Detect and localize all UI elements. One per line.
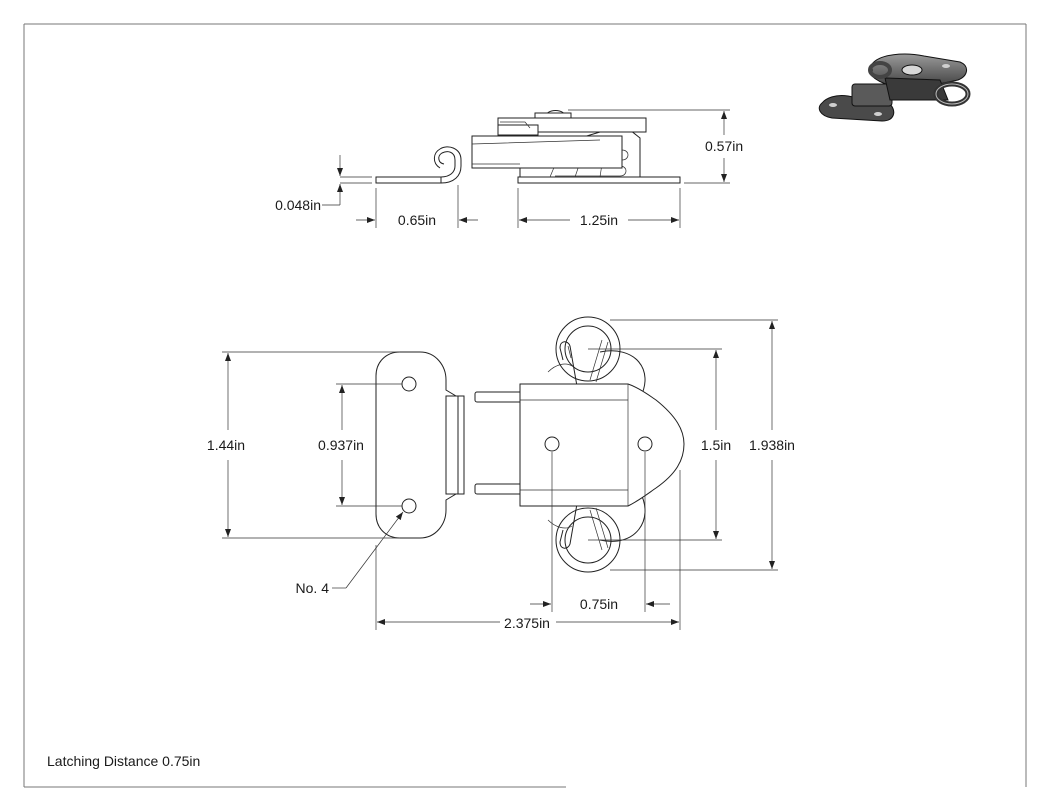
dim-height: 0.57in — [705, 138, 743, 154]
side-view — [375, 110, 681, 184]
dim-overall-width: 1.938in — [749, 437, 795, 453]
isometric-view — [818, 53, 971, 122]
dim-latch-width: 1.5in — [701, 437, 731, 453]
dim-hole-spacing: 0.937in — [318, 437, 364, 453]
dim-strike-length: 0.65in — [398, 212, 436, 228]
dim-strike-width: 1.44in — [207, 437, 245, 453]
screw-callout: No. 4 — [296, 580, 330, 596]
dim-thickness: 0.048in — [275, 197, 321, 213]
top-view-dimensions — [222, 319, 778, 630]
dim-latch-length: 1.25in — [580, 212, 618, 228]
top-view — [375, 316, 685, 573]
dim-overall-length: 2.375in — [504, 615, 550, 631]
dim-latch-hole-spacing: 0.75in — [580, 596, 618, 612]
latching-distance-note: Latching Distance 0.75in — [47, 753, 200, 769]
sheet-border — [23, 23, 1027, 788]
side-view-dimensions — [322, 109, 730, 228]
